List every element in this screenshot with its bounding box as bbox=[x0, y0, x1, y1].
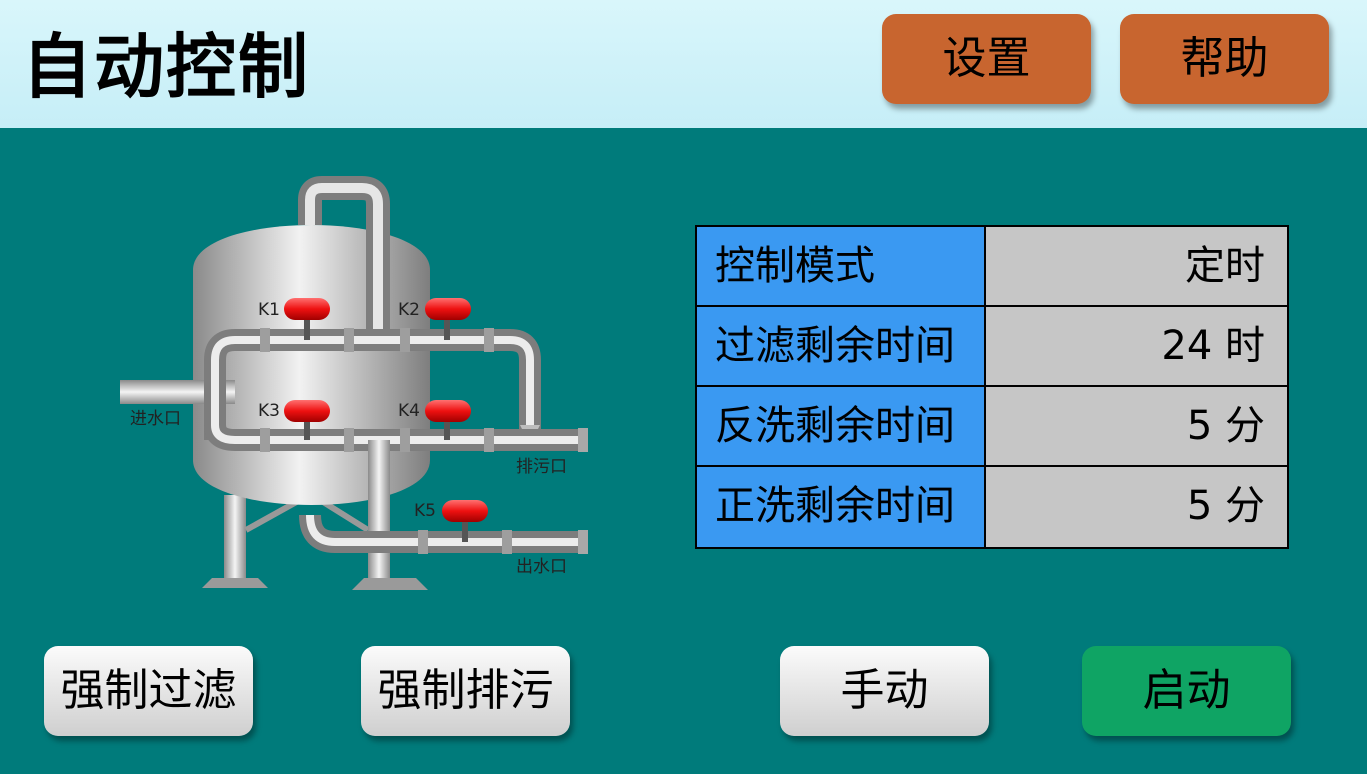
outlet-pipe bbox=[299, 440, 588, 554]
page-title: 自动控制 bbox=[22, 26, 310, 108]
filter-tank-diagram: K1 K2 K3 K4 K5 进水口 排污口 出水口 bbox=[120, 176, 588, 590]
valve-k5[interactable] bbox=[442, 500, 488, 542]
control-mode-label: 控制模式 bbox=[697, 227, 986, 305]
top-pipe bbox=[298, 176, 390, 340]
settings-button[interactable]: 设置 bbox=[882, 14, 1091, 104]
backwash-remaining-label: 反洗剩余时间 bbox=[697, 387, 986, 465]
pipe-couplings bbox=[260, 328, 512, 554]
tank-body bbox=[193, 225, 430, 505]
table-row-control-mode: 控制模式 定时 bbox=[697, 227, 1287, 307]
control-mode-value: 定时 bbox=[986, 227, 1287, 305]
start-button[interactable]: 启动 bbox=[1082, 646, 1291, 736]
rinse-remaining-value: 5 分 bbox=[986, 467, 1287, 547]
valve-label-k2: K2 bbox=[398, 300, 420, 320]
inlet-label: 进水口 bbox=[130, 409, 181, 429]
valve-label-k4: K4 bbox=[398, 401, 420, 421]
backwash-remaining-value: 5 分 bbox=[986, 387, 1287, 465]
status-table: 控制模式 定时 过滤剩余时间 24 时 反洗剩余时间 5 分 正洗剩余时间 5 … bbox=[695, 225, 1289, 549]
lower-manifold bbox=[204, 424, 588, 452]
valve-k2[interactable] bbox=[425, 298, 471, 340]
valve-label-k1: K1 bbox=[258, 300, 280, 320]
valve-k1[interactable] bbox=[284, 298, 330, 340]
force-filter-button[interactable]: 强制过滤 bbox=[44, 646, 253, 736]
header-bar: 自动控制 设置 帮助 bbox=[0, 0, 1367, 128]
help-button[interactable]: 帮助 bbox=[1120, 14, 1329, 104]
valve-label-k3: K3 bbox=[258, 401, 280, 421]
table-row-filter-remaining: 过滤剩余时间 24 时 bbox=[697, 307, 1287, 387]
filter-remaining-value: 24 时 bbox=[986, 307, 1287, 385]
valve-label-k5: K5 bbox=[414, 501, 436, 521]
drain-label: 排污口 bbox=[516, 457, 567, 477]
table-row-backwash-remaining: 反洗剩余时间 5 分 bbox=[697, 387, 1287, 467]
valve-k4[interactable] bbox=[425, 400, 471, 440]
valve-k3[interactable] bbox=[284, 400, 330, 440]
table-row-rinse-remaining: 正洗剩余时间 5 分 bbox=[697, 467, 1287, 547]
force-drain-button[interactable]: 强制排污 bbox=[361, 646, 570, 736]
rinse-remaining-label: 正洗剩余时间 bbox=[697, 467, 986, 547]
outlet-label: 出水口 bbox=[516, 557, 567, 577]
filter-remaining-label: 过滤剩余时间 bbox=[697, 307, 986, 385]
manual-button[interactable]: 手动 bbox=[780, 646, 989, 736]
